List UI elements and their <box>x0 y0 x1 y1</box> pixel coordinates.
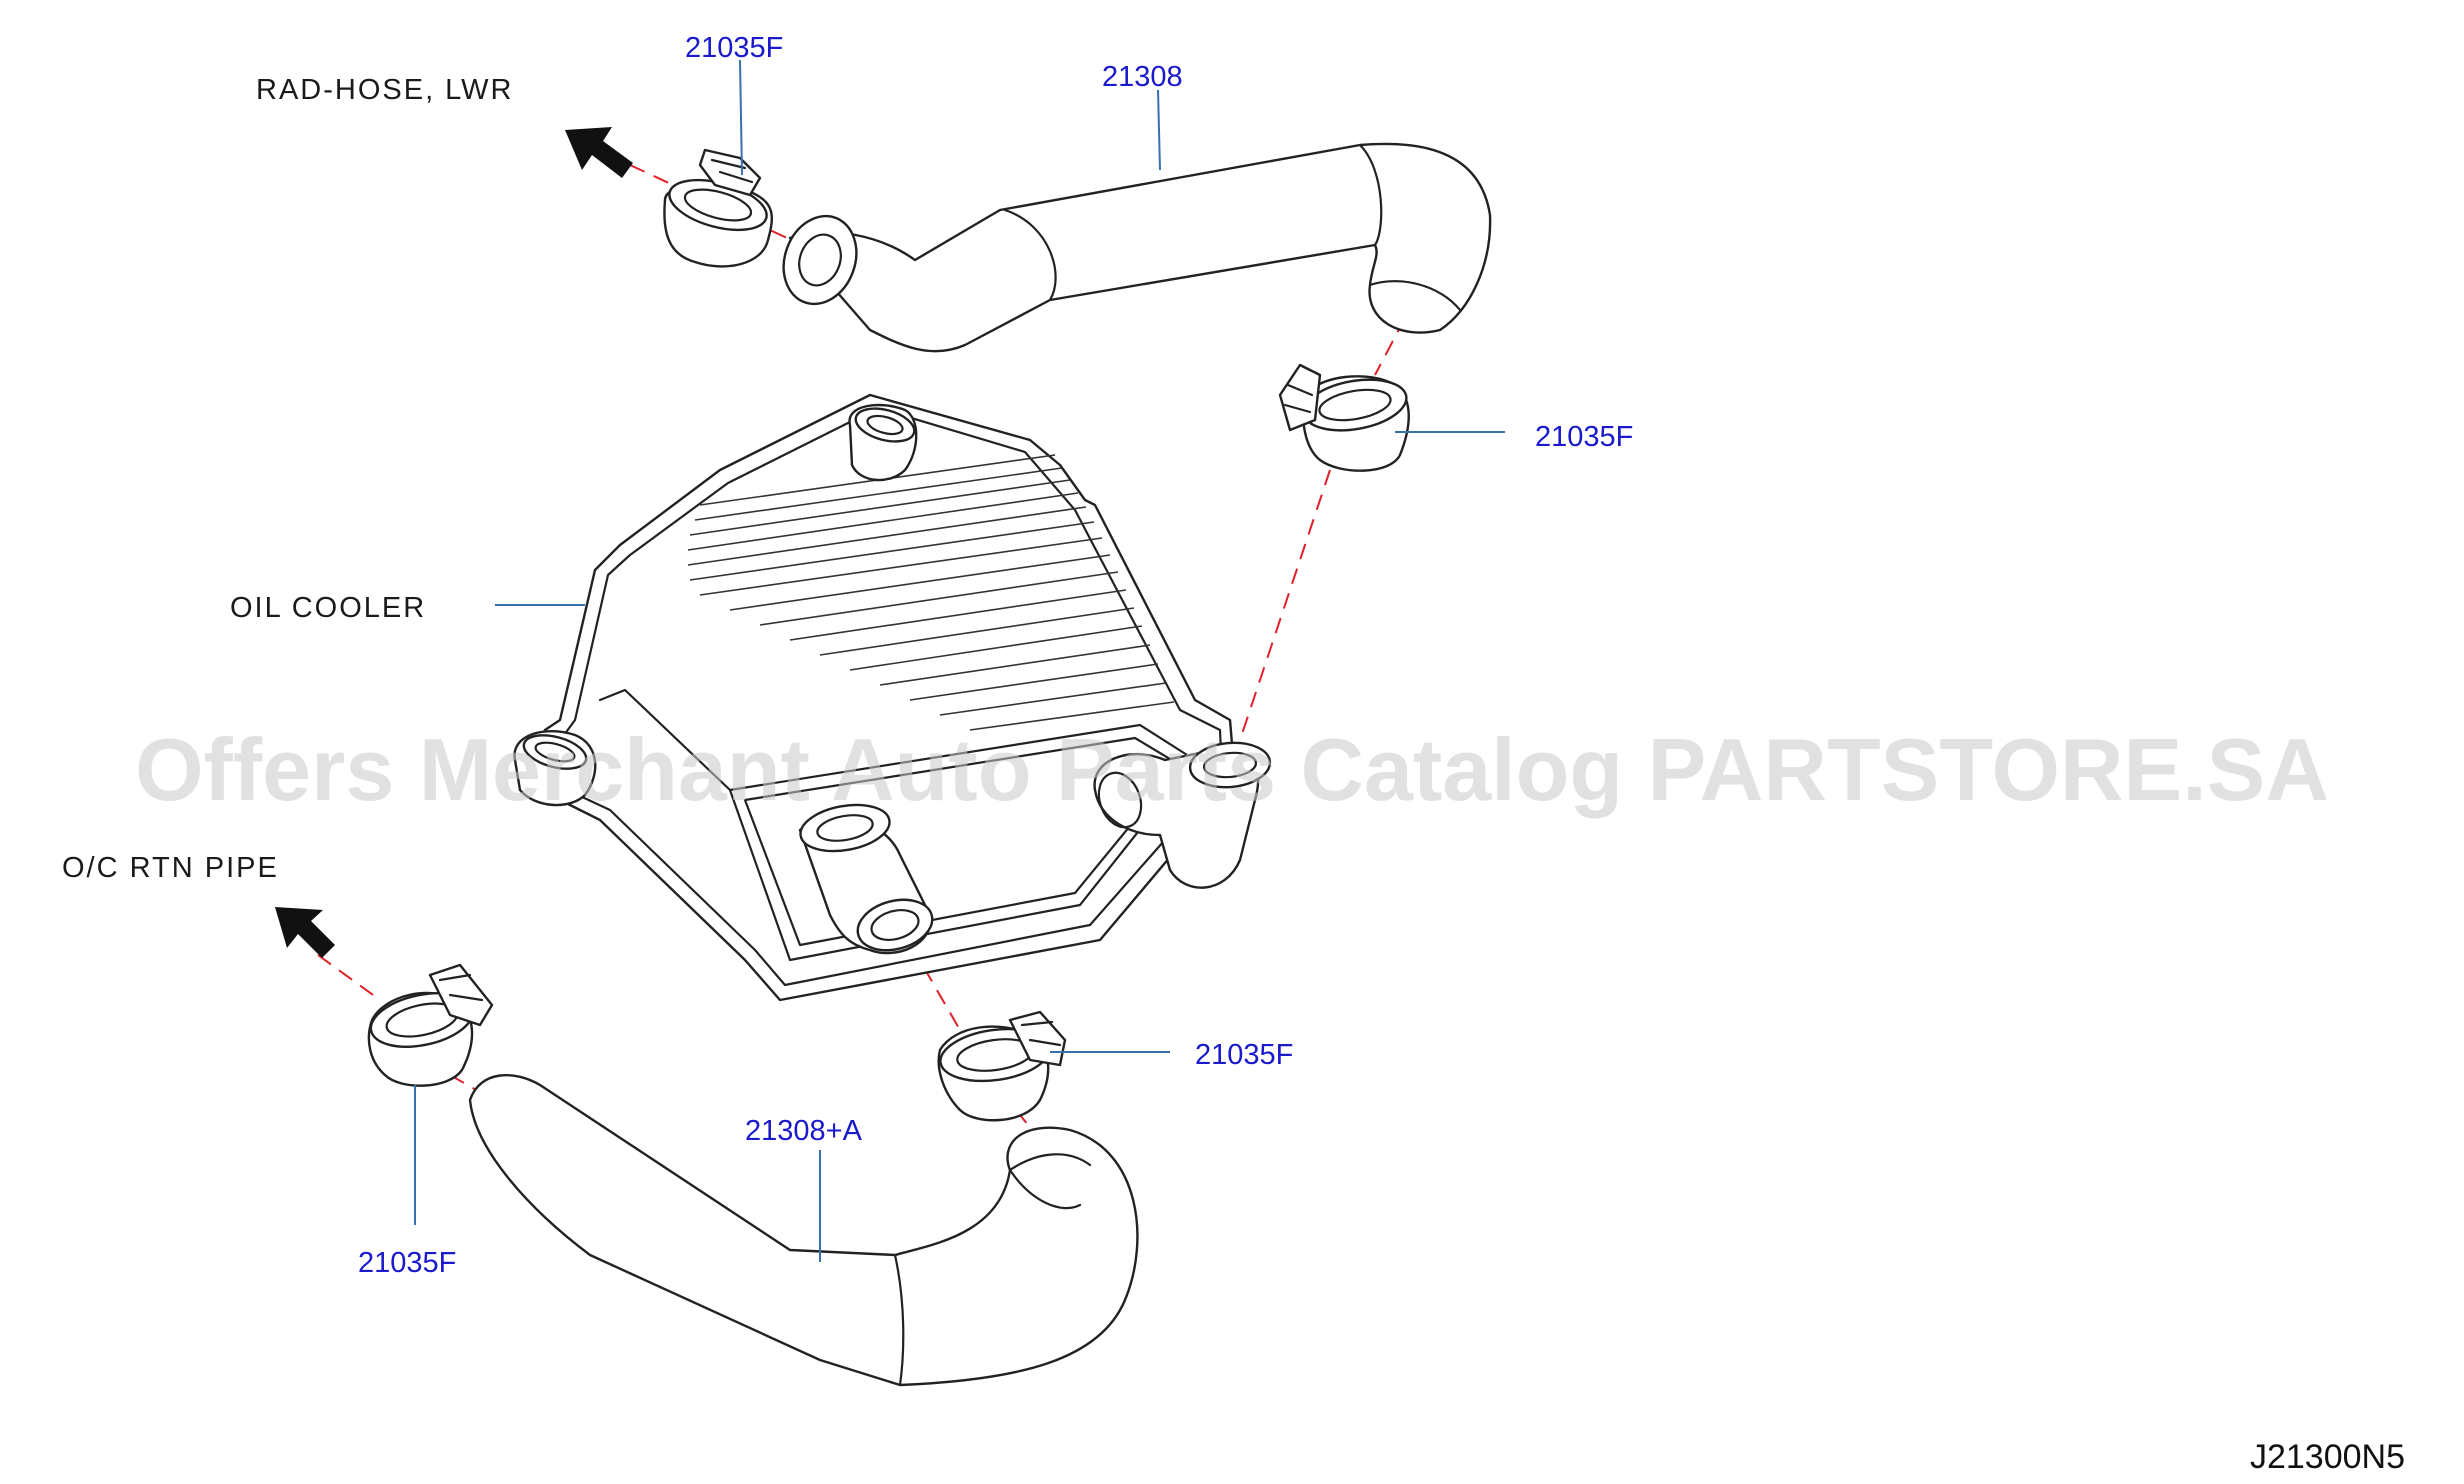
clamp-middle[interactable] <box>937 1010 1067 1122</box>
oil-cooler-elbow-outlet[interactable] <box>1092 740 1272 889</box>
part-number-clamp-middle[interactable]: 21035F <box>1195 1039 1293 1071</box>
clamp-lower-left[interactable] <box>366 963 494 1087</box>
rad-hose-direction-arrow <box>565 127 633 178</box>
oil-cooler[interactable] <box>513 393 1272 1002</box>
diagram-code: J21300N5 <box>2250 1438 2405 1476</box>
part-number-clamp-lower-left[interactable]: 21035F <box>358 1247 456 1279</box>
upper-hose-21308[interactable] <box>772 142 1492 353</box>
clamp-right[interactable] <box>1278 363 1410 472</box>
clamp-top[interactable] <box>663 148 774 268</box>
oil-cooler-bottom-pipe[interactable] <box>797 799 938 958</box>
watermark: Offers Merchant Auto Parts Catalog PARTS… <box>135 720 2329 819</box>
oil-cooler-label: OIL COOLER <box>230 592 426 624</box>
oc-rtn-pipe-label: O/C RTN PIPE <box>62 852 279 884</box>
oc-rtn-pipe-direction-arrow <box>275 907 335 958</box>
part-number-hose-lower[interactable]: 21308+A <box>745 1115 863 1147</box>
oil-cooler-fins <box>687 454 1175 731</box>
part-number-clamp-top[interactable]: 21035F <box>685 32 783 64</box>
rad-hose-lwr-label: RAD-HOSE, LWR <box>256 74 513 106</box>
part-number-hose-upper[interactable]: 21308 <box>1102 61 1183 93</box>
lower-hose-21308-A[interactable] <box>468 1073 1139 1387</box>
oil-cooler-top-boss <box>848 403 918 482</box>
leader-lines <box>414 59 1505 1262</box>
part-number-clamp-right[interactable]: 21035F <box>1535 421 1633 453</box>
oil-cooler-left-boss <box>513 730 597 807</box>
